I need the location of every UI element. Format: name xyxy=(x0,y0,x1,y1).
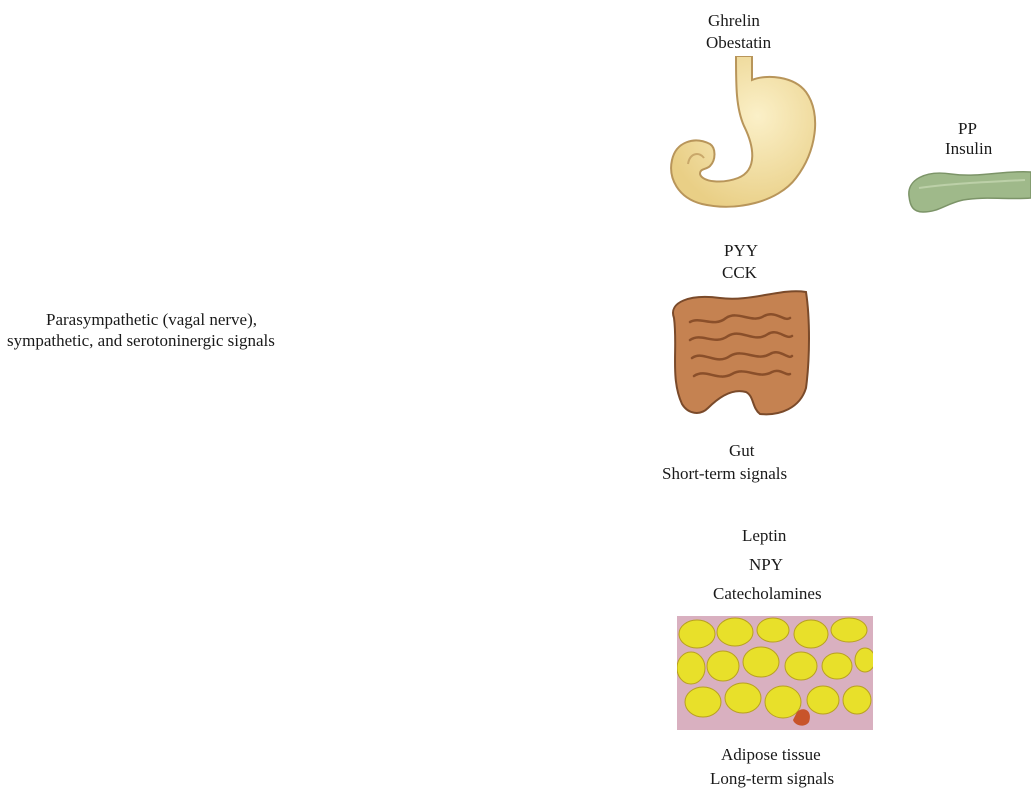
pancreas-hormone-pp: PP xyxy=(958,118,977,140)
stomach-hormone-obestatin: Obestatin xyxy=(706,32,771,54)
gut-signal-type: Short-term signals xyxy=(662,463,787,485)
adipose-hormone-leptin: Leptin xyxy=(742,525,786,547)
gut-hormone-cck: CCK xyxy=(722,262,757,284)
neural-signals-line1: Parasympathetic (vagal nerve), xyxy=(46,309,257,331)
adipose-organ-label: Adipose tissue xyxy=(721,744,821,766)
adipose-signal-type: Long-term signals xyxy=(710,768,834,790)
adipose-tissue-image xyxy=(677,616,873,730)
adipose-hormone-catecholamines: Catecholamines xyxy=(713,583,822,605)
pancreas-image xyxy=(905,166,1031,216)
stomach-image xyxy=(666,56,826,214)
intestine-image xyxy=(660,288,812,420)
pancreas-hormone-insulin: Insulin xyxy=(945,138,992,160)
stomach-hormone-ghrelin: Ghrelin xyxy=(708,10,760,32)
gut-hormone-pyy: PYY xyxy=(724,240,758,262)
adipose-hormone-npy: NPY xyxy=(749,554,783,576)
neural-signals-line2: sympathetic, and serotoninergic signals xyxy=(7,330,275,352)
gut-organ-label: Gut xyxy=(729,440,755,462)
